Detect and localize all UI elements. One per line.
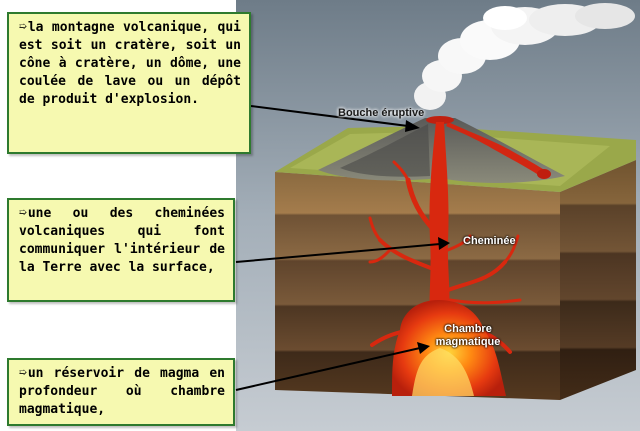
dykes xyxy=(368,160,522,354)
note-text: une ou des cheminées volcaniques qui fon… xyxy=(19,206,225,275)
smoke-plume xyxy=(414,3,635,110)
note-text: un réservoir de magma en profondeur où c… xyxy=(19,366,225,417)
label-magma-chamber: Chambre magmatique xyxy=(428,323,508,349)
arrow-icon: ➯ xyxy=(19,366,27,381)
label-chimney: Cheminée xyxy=(463,235,516,247)
arrow-icon: ➯ xyxy=(19,206,27,221)
label-magma-chamber-line2: magmatique xyxy=(435,336,501,348)
crater xyxy=(426,116,454,124)
note-magma-reservoir: ➯un réservoir de magma en profondeur où … xyxy=(7,358,235,426)
block-side-face xyxy=(560,160,636,400)
label-magma-chamber-line1: Chambre xyxy=(444,323,492,335)
note-volcanic-mountain: ➯la montagne volcanique, qui est soit un… xyxy=(7,12,251,154)
pointer-lines xyxy=(235,105,441,391)
note-text: la montagne volcanique, qui est soit un … xyxy=(19,20,241,107)
lava-flow xyxy=(446,122,550,178)
note-volcanic-chimneys: ➯une ou des cheminées volcaniques qui fo… xyxy=(7,198,235,302)
chimney xyxy=(429,122,450,330)
label-eruptive-vent: Bouche éruptive xyxy=(338,107,425,119)
arrow-icon: ➯ xyxy=(19,20,27,35)
